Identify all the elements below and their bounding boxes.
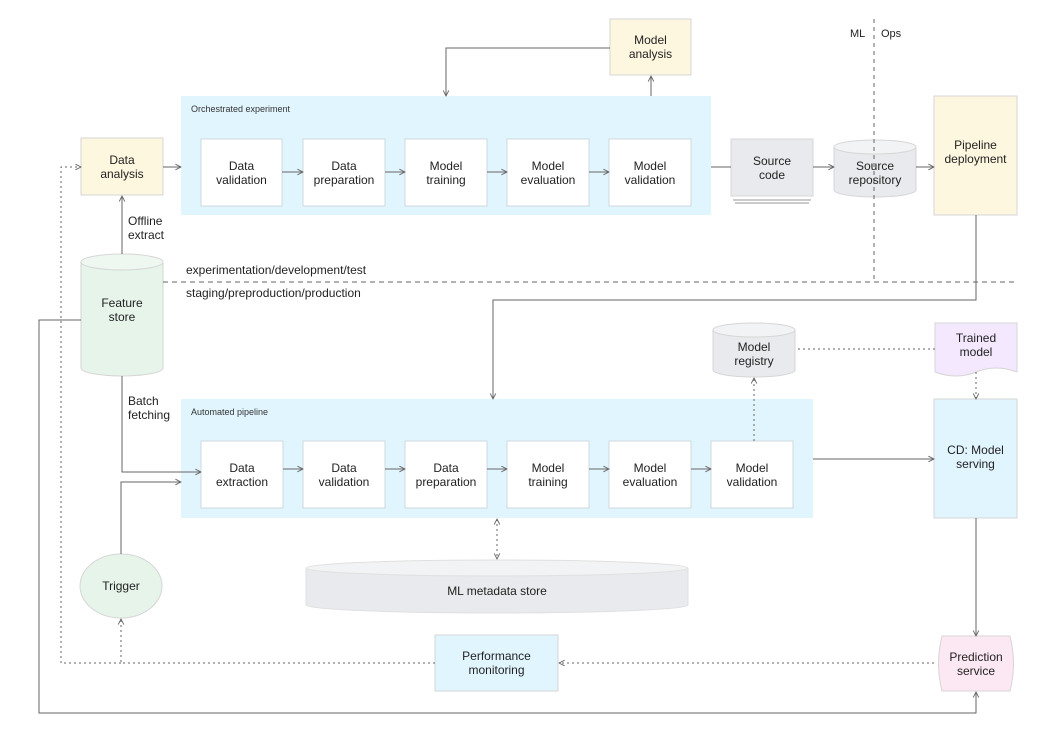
edge — [60, 167, 121, 664]
experiment-steps — [200, 138, 692, 207]
edge — [121, 376, 201, 472]
exp-step-box — [200, 138, 283, 207]
source-repository-cylinder — [833, 139, 917, 198]
pipe-step-data-validation: Data validation — [318, 460, 370, 489]
pipe-step-box — [710, 440, 794, 509]
ml-label: ML — [850, 28, 866, 40]
performance-monitoring-label: Performance monitoring — [462, 649, 531, 677]
ml-metadata-store-shape — [305, 559, 689, 614]
pipe-step-data-extraction: Data extraction — [215, 460, 269, 489]
feature-store-label: Feature store — [101, 296, 143, 324]
edge — [493, 215, 977, 399]
exp-step-data-validation: Data validation — [216, 158, 267, 187]
model-analysis-box — [609, 18, 692, 76]
exp-step-model-training: Model training — [426, 158, 466, 187]
pipe-step-model-validation: Model validation — [726, 460, 778, 489]
model-registry-label: Model registry — [734, 340, 774, 368]
data-analysis-box — [80, 137, 164, 196]
offline-extract-label: Offline extract — [128, 214, 165, 242]
pipeline-steps — [200, 440, 794, 509]
pipe-step-model-evaluation: Model evaluation — [622, 460, 678, 489]
pipeline-deployment-label: Pipeline deployment — [944, 138, 1007, 166]
pipe-step-box — [404, 440, 488, 509]
pipe-step-box — [608, 440, 692, 509]
model-registry-cylinder — [712, 322, 796, 378]
source-repository-label: Source repository — [848, 159, 902, 187]
trained-model-shape — [934, 322, 1018, 377]
model-analysis-label: Model analysis — [628, 33, 673, 61]
orchestrated-experiment-title: Orchestrated experiment — [191, 104, 291, 114]
env-label-lower: staging/preproduction/production — [186, 286, 361, 300]
batch-fetching-label: Batch fetching — [128, 394, 171, 422]
data-analysis-label: Data analysis — [100, 152, 144, 181]
prediction-service-label: Prediction service — [949, 649, 1003, 678]
edge — [446, 47, 610, 96]
env-label-upper: experimentation/development/test — [186, 263, 367, 277]
exp-step-model-validation: Model validation — [624, 158, 676, 187]
exp-step-box — [608, 138, 692, 207]
source-code-label: Source code — [752, 153, 792, 182]
pipe-step-data-preparation: Data preparation — [415, 460, 477, 489]
exp-step-model-evaluation: Model evaluation — [520, 158, 576, 187]
connectors — [38, 47, 977, 714]
edge — [38, 319, 976, 714]
prediction-service-shape — [938, 635, 1014, 692]
automated-pipeline-panel — [181, 399, 813, 518]
exp-step-data-preparation: Data preparation — [313, 158, 375, 187]
edge — [120, 482, 181, 554]
ops-label: Ops — [881, 28, 902, 40]
cd-model-serving-label: CD: Model serving — [947, 443, 1004, 471]
performance-monitoring-box — [434, 634, 559, 692]
pipeline-deployment-box — [933, 95, 1018, 216]
ml-metadata-store-label: ML metadata store — [447, 584, 547, 598]
edge — [121, 619, 435, 664]
pipe-step-model-training: Model training — [528, 460, 568, 489]
trigger-label: Trigger — [102, 579, 140, 593]
dotted-connectors — [60, 167, 976, 664]
pipe-step-box — [506, 440, 590, 509]
automated-pipeline-title: Automated pipeline — [191, 407, 269, 417]
pipe-step-box — [302, 440, 386, 509]
trained-model-label: Trained model — [955, 331, 997, 359]
pipe-step-box — [200, 440, 284, 509]
cd-model-serving-box — [933, 398, 1018, 519]
exp-step-box — [506, 138, 590, 207]
feature-store-cylinder — [80, 253, 164, 377]
